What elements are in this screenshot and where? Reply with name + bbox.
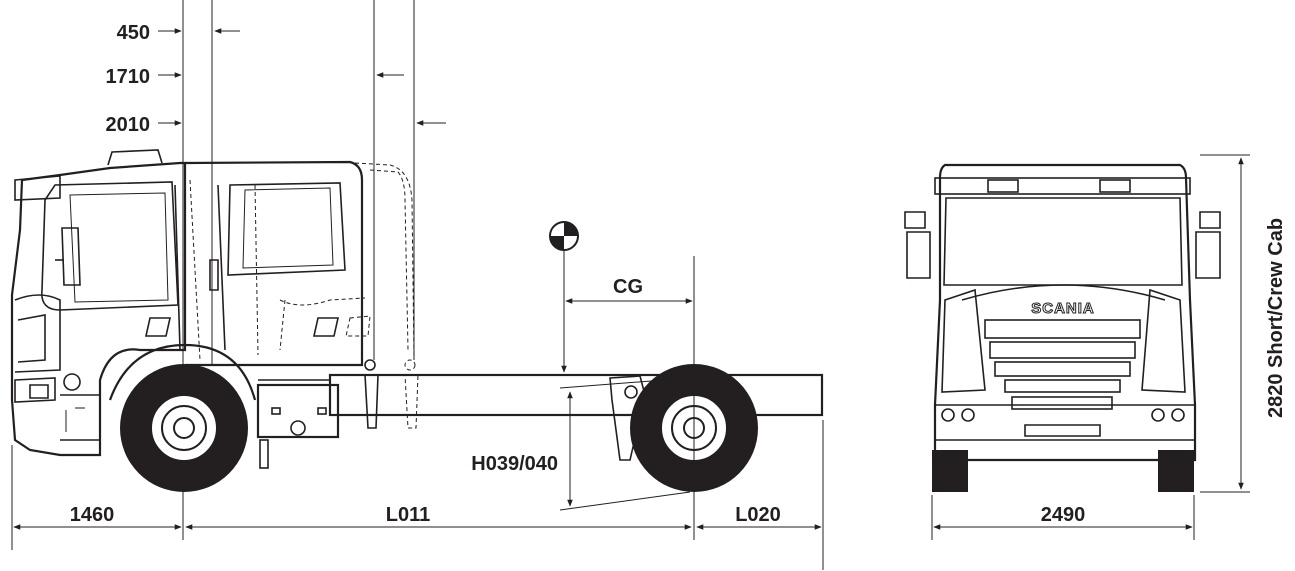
front-height-dimension <box>1200 154 1250 493</box>
front-height-label: 2820 Short/Crew Cab <box>1265 218 1287 418</box>
cg-label: CG <box>613 276 643 298</box>
front-width-dimension <box>931 495 1195 540</box>
cg-symbol <box>549 221 579 373</box>
dim-2010: 2010 <box>106 114 151 136</box>
front-overhang-label: 1460 <box>70 504 115 526</box>
side-view: 450 1710 2010 <box>10 0 824 570</box>
rear-wheel <box>609 364 758 492</box>
crew-cab-extension <box>184 160 415 367</box>
chassis-frame <box>258 373 824 417</box>
front-fender <box>108 343 257 401</box>
front-wheel <box>120 364 248 492</box>
bottom-dimensions <box>11 420 824 570</box>
height-dimension <box>559 377 691 511</box>
front-view: SCANIA 2820 Short/Crew Cab 2490 <box>904 154 1287 540</box>
rear-overhang-label: L020 <box>735 504 781 526</box>
cab-suspension <box>364 359 419 429</box>
wheelbase-label: L011 <box>386 504 430 526</box>
height-label: H039/040 <box>471 453 558 475</box>
scania-logo: SCANIA <box>1031 300 1095 317</box>
dim-450: 450 <box>117 22 150 44</box>
fuel-tank <box>256 383 340 469</box>
top-dimension-arrows <box>158 28 446 126</box>
dim-1710: 1710 <box>106 66 151 88</box>
front-width-label: 2490 <box>1041 504 1086 526</box>
cg-dimension <box>565 256 695 540</box>
